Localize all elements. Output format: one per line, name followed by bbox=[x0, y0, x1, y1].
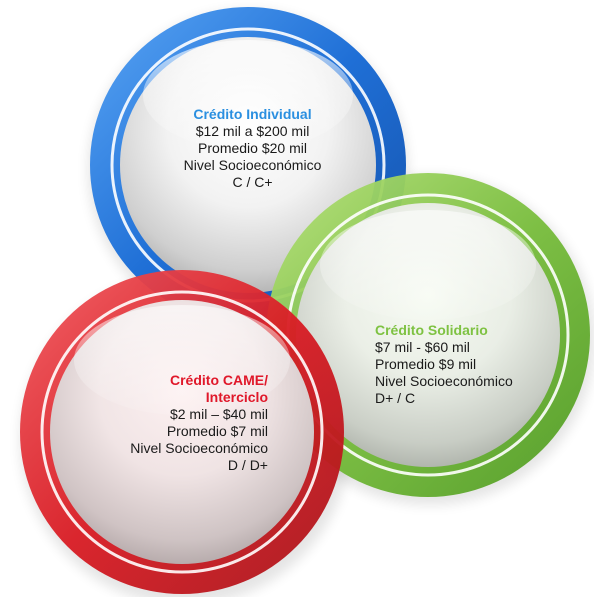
individual-level-label: Nivel Socioeconómico bbox=[183, 157, 322, 173]
individual-average: Promedio $20 mil bbox=[198, 140, 307, 156]
individual-title: Crédito Individual bbox=[193, 106, 312, 122]
individual-level-value: C / C+ bbox=[232, 174, 273, 190]
individual-amount-range: $12 mil a $200 mil bbox=[195, 123, 310, 139]
solidario-average: Promedio $9 mil bbox=[375, 356, 477, 372]
solidario-title: Crédito Solidario bbox=[375, 322, 488, 338]
came-title-line-1: Crédito CAME/ bbox=[170, 372, 268, 388]
came-amount-range: $2 mil – $40 mil bbox=[169, 406, 268, 422]
came-average: Promedio $7 mil bbox=[166, 423, 268, 439]
individual-text-block: Crédito Individual $12 mil a $200 mil Pr… bbox=[165, 106, 340, 191]
solidario-level-label: Nivel Socioeconómico bbox=[375, 373, 513, 389]
came-title-line-2: Interciclo bbox=[205, 389, 268, 405]
solidario-level-value: D+ / C bbox=[375, 390, 416, 406]
circle-credito-came bbox=[20, 270, 344, 594]
circle-credito-solidario bbox=[266, 173, 590, 497]
came-text-block: Crédito CAME/ Interciclo $2 mil – $40 mi… bbox=[62, 372, 268, 474]
solidario-text-block: Crédito Solidario $7 mil - $60 mil Prome… bbox=[375, 322, 555, 407]
solidario-amount-range: $7 mil - $60 mil bbox=[375, 339, 470, 355]
came-level-value: D / D+ bbox=[227, 457, 268, 473]
came-level-label: Nivel Socioeconómico bbox=[130, 440, 268, 456]
